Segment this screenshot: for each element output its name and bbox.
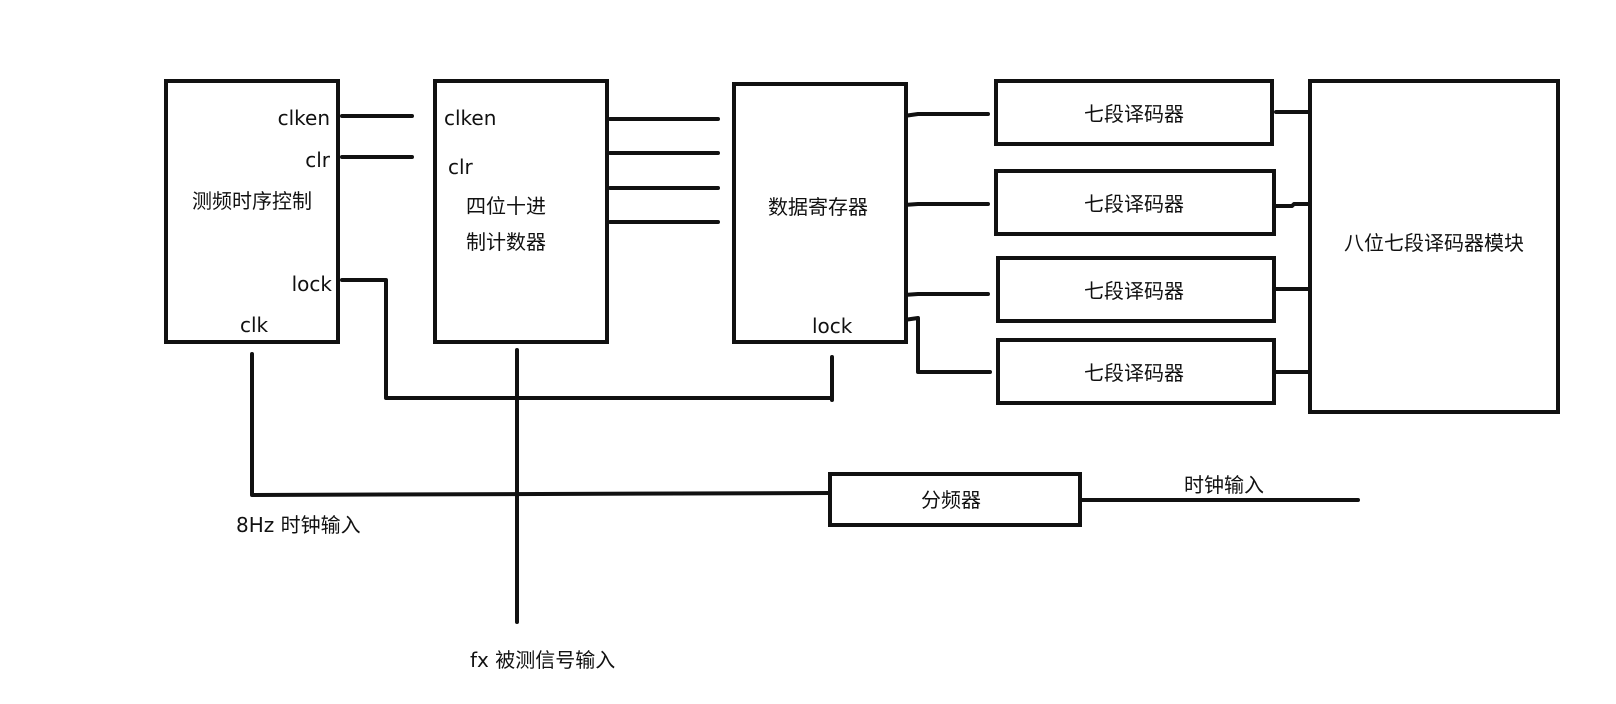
timing-control-frame: [164, 79, 340, 344]
decoder-label-1: 七段译码器: [1084, 102, 1184, 126]
register-frame: [732, 82, 908, 344]
decoder-frame-2: [994, 169, 1276, 236]
counter-frame: [433, 79, 609, 344]
register-port-lock: lock: [812, 314, 853, 338]
wire-lock: [340, 278, 834, 400]
counter-title-line1: 四位十进: [466, 194, 546, 218]
decoder-label-4: 七段译码器: [1084, 361, 1184, 385]
wire-reg-dec-3: [902, 292, 990, 297]
wire-reg-dec-4: [902, 316, 992, 374]
display-module-title: 八位七段译码器模块: [1344, 231, 1524, 255]
timing-port-lock: lock: [292, 272, 333, 296]
timing-control-title: 测频时序控制: [192, 189, 312, 213]
counter-port-clken: clken: [444, 106, 496, 130]
display-module-frame: [1308, 79, 1560, 414]
wire-reg-dec-1: [902, 112, 990, 118]
decoder-blocks: 七段译码器 七段译码器 七段译码器 七段译码器: [994, 79, 1276, 405]
decoder-frame-1: [994, 79, 1274, 146]
wires: [250, 110, 1360, 624]
display-module-block: 八位七段译码器模块: [1308, 79, 1560, 414]
decoder-label-3: 七段译码器: [1084, 279, 1184, 303]
divider-block: 分频器: [828, 472, 1082, 527]
clock-input-label: 时钟输入: [1184, 473, 1264, 497]
divider-frame: [828, 472, 1082, 527]
wire-reg-dec-2: [902, 202, 990, 207]
register-title: 数据寄存器: [768, 195, 868, 219]
signal-labels: 8Hz 时钟输入 时钟输入 fx 被测信号输入: [236, 473, 1264, 672]
decoder-frame-3: [996, 256, 1276, 323]
wire-dec-disp-2: [1274, 202, 1310, 208]
decoder-frame-4: [996, 338, 1276, 405]
timing-control-block: 测频时序控制 clken clr lock clk: [164, 79, 340, 344]
timing-port-clken: clken: [278, 106, 330, 130]
timing-port-clk: clk: [240, 313, 269, 337]
register-block: 数据寄存器 lock: [732, 82, 908, 344]
counter-title-line2: 制计数器: [466, 230, 546, 254]
clock-8hz-label: 8Hz 时钟输入: [236, 513, 361, 537]
fx-input-label: fx 被测信号输入: [470, 648, 615, 672]
counter-port-clr: clr: [448, 155, 474, 179]
divider-title: 分频器: [921, 488, 981, 512]
decoder-label-2: 七段译码器: [1084, 192, 1184, 216]
wire-clk-8hz: [250, 352, 832, 497]
counter-block: clken clr 四位十进 制计数器: [433, 79, 609, 344]
timing-port-clr: clr: [305, 148, 331, 172]
